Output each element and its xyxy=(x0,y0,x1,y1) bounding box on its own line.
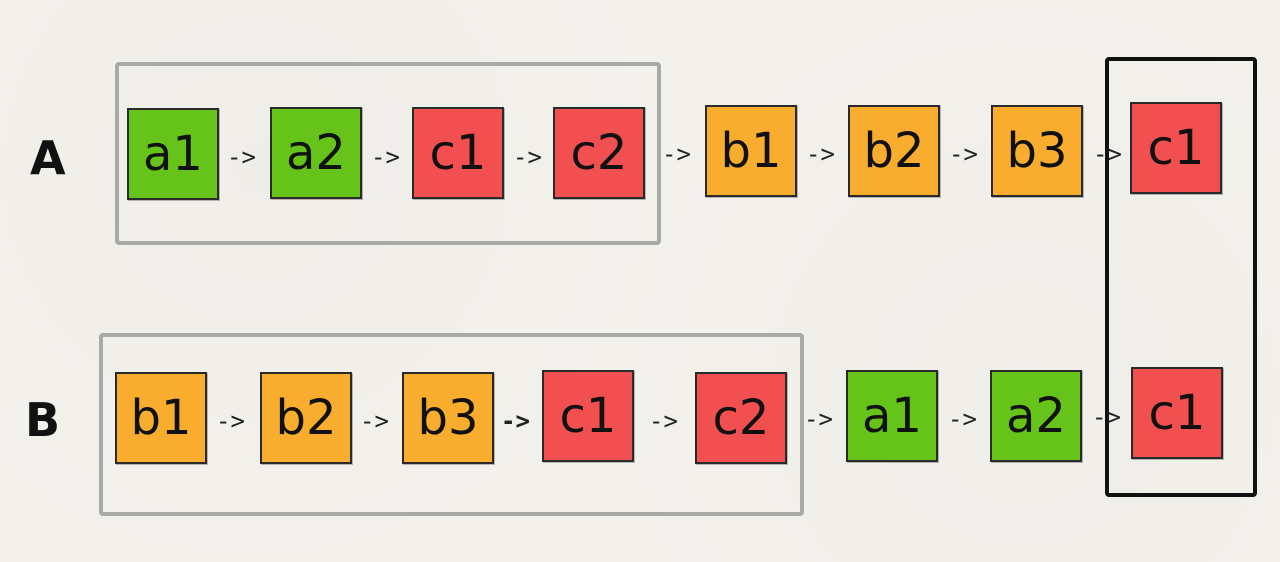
shared-tail-box xyxy=(1105,57,1257,497)
row-b-node-1: b1 xyxy=(115,372,207,464)
row-b-node-8: c1 xyxy=(1131,367,1223,459)
row-b-node-4: c1 xyxy=(542,370,634,462)
row-b-node-5: c2 xyxy=(695,372,787,464)
row-a-node-2: a2 xyxy=(270,107,362,199)
row-label-a: A xyxy=(30,131,66,185)
row-a-arrow-3: -> xyxy=(513,143,542,171)
row-b-node-6: a1 xyxy=(846,370,938,462)
row-a-arrow-7: -> xyxy=(1093,140,1122,168)
row-b-arrow-1: -> xyxy=(216,407,245,435)
row-label-b: B xyxy=(25,393,61,447)
row-a-node-5: b1 xyxy=(705,105,797,197)
row-a-arrow-4: -> xyxy=(662,140,691,168)
row-b-node-2: b2 xyxy=(260,372,352,464)
row-b-arrow-2: -> xyxy=(360,407,389,435)
row-a-node-4: c2 xyxy=(553,107,645,199)
row-a-arrow-6: -> xyxy=(949,140,978,168)
row-a-node-1: a1 xyxy=(127,108,219,200)
row-b-arrow-6: -> xyxy=(948,405,977,433)
row-a-arrow-1: -> xyxy=(227,143,256,171)
group-box-a-prefix xyxy=(115,62,661,245)
row-a-arrow-2: -> xyxy=(371,143,400,171)
row-b-arrow-5: -> xyxy=(804,405,833,433)
row-b-arrow-4: -> xyxy=(649,407,678,435)
group-box-b-prefix xyxy=(99,333,804,516)
row-a-node-6: b2 xyxy=(848,105,940,197)
row-b-arrow-3: -> xyxy=(501,407,530,435)
row-b-node-7: a2 xyxy=(990,370,1082,462)
row-a-arrow-5: -> xyxy=(806,140,835,168)
row-b-arrow-7: -> xyxy=(1092,403,1121,431)
row-a-node-7: b3 xyxy=(991,105,1083,197)
row-a-node-8: c1 xyxy=(1130,102,1222,194)
row-b-node-3: b3 xyxy=(402,372,494,464)
row-a-node-3: c1 xyxy=(412,107,504,199)
